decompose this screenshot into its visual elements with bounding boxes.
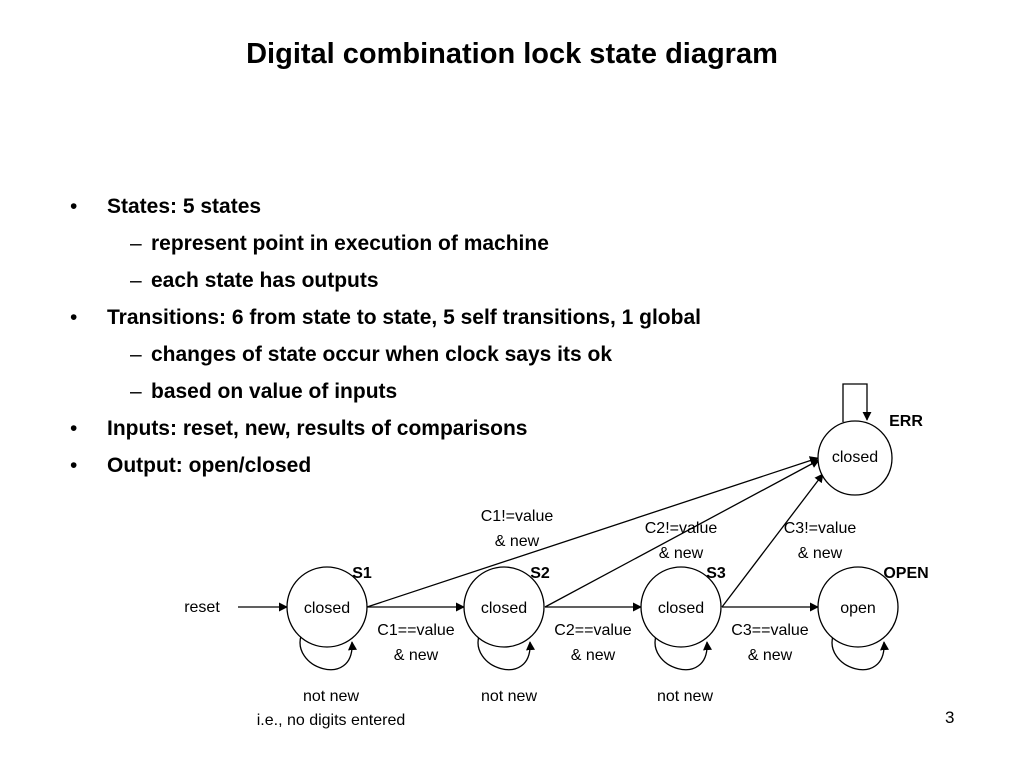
state-s1-name: S1 xyxy=(352,565,372,582)
bullet-text: States: 5 states xyxy=(107,195,262,218)
bullet-marker: • xyxy=(70,454,78,477)
transition-s3-err-label-line1: C3!=value xyxy=(784,520,857,537)
state-s2-name: S2 xyxy=(530,565,550,582)
page-number: 3 xyxy=(945,708,955,727)
state-s3-name: S3 xyxy=(706,565,726,582)
transition-s2-s3-label-line2: & new xyxy=(571,647,616,664)
state-s1-output: closed xyxy=(304,600,350,617)
sub-bullet-marker: – xyxy=(130,343,142,366)
transition-s2-err xyxy=(544,459,820,608)
sub-bullet-text: represent point in execution of machine xyxy=(151,232,549,255)
self-loop-open xyxy=(831,632,889,671)
transition-s1-err xyxy=(366,456,819,608)
transition-s2-err-label-line1: C2!=value xyxy=(645,520,718,537)
self-loop-err xyxy=(842,383,872,422)
sub-bullet-item: – based on value of inputs xyxy=(70,377,870,414)
sub-bullet-marker: – xyxy=(130,232,142,255)
self-loop-s2 xyxy=(477,632,535,671)
transition-s1-err-label-line1: C1!=value xyxy=(481,508,554,525)
self-loop-s2-label: not new xyxy=(481,688,537,705)
bullet-marker: • xyxy=(70,417,78,440)
bullet-text: Transitions: 6 from state to state, 5 se… xyxy=(107,306,701,329)
sub-bullet-item: – each state has outputs xyxy=(70,266,870,303)
state-s2-output: closed xyxy=(481,600,527,617)
sub-bullet-marker: – xyxy=(130,380,142,403)
state-s3-output: closed xyxy=(658,600,704,617)
state-s1-circle xyxy=(286,566,368,648)
state-err-output: closed xyxy=(832,449,878,466)
state-open-name: OPEN xyxy=(883,565,928,582)
bullet-list: • States: 5 states – represent point in … xyxy=(70,192,870,488)
bullet-item: • Transitions: 6 from state to state, 5 … xyxy=(70,303,870,340)
state-open-circle xyxy=(817,566,899,648)
transition-s3-open-label-line1: C3==value xyxy=(731,622,808,639)
state-s2-circle xyxy=(463,566,545,648)
bullet-text: Output: open/closed xyxy=(107,454,312,477)
slide-title: Digital combination lock state diagram xyxy=(246,38,778,70)
transition-s1-s2-label-line2: & new xyxy=(394,647,439,664)
state-err-name: ERR xyxy=(889,413,923,430)
transition-s1-s2-label-line1: C1==value xyxy=(377,622,454,639)
self-loop-s3 xyxy=(654,632,712,671)
transition-s1-err-label-line2: & new xyxy=(495,533,540,550)
state-err-circle xyxy=(817,420,893,496)
self-loop-s1-label-line1: not new xyxy=(303,688,359,705)
transition-s3-open-label-line2: & new xyxy=(748,647,793,664)
bullet-item: • Output: open/closed xyxy=(70,451,870,488)
sub-bullet-text: changes of state occur when clock says i… xyxy=(151,343,613,366)
self-loop-s1-label-line2: i.e., no digits entered xyxy=(257,712,406,729)
bullet-text: Inputs: reset, new, results of compariso… xyxy=(107,417,528,440)
reset-entry-label: reset xyxy=(184,599,220,616)
state-s3-circle xyxy=(640,566,722,648)
transition-s3-err-label-line2: & new xyxy=(798,545,843,562)
bullet-item: • Inputs: reset, new, results of compari… xyxy=(70,414,870,451)
sub-bullet-item: – represent point in execution of machin… xyxy=(70,229,870,266)
state-open-output: open xyxy=(840,600,876,617)
transition-s3-err xyxy=(721,473,824,608)
sub-bullet-item: – changes of state occur when clock says… xyxy=(70,340,870,377)
bullet-item: • States: 5 states xyxy=(70,192,870,229)
sub-bullet-text: each state has outputs xyxy=(151,269,379,292)
sub-bullet-marker: – xyxy=(130,269,142,292)
transition-s2-s3-label-line1: C2==value xyxy=(554,622,631,639)
self-loop-s3-label: not new xyxy=(657,688,713,705)
transition-s2-err-label-line2: & new xyxy=(659,545,704,562)
bullet-marker: • xyxy=(70,195,78,218)
sub-bullet-text: based on value of inputs xyxy=(151,380,398,403)
bullet-marker: • xyxy=(70,306,78,329)
self-loop-s1 xyxy=(299,632,357,671)
